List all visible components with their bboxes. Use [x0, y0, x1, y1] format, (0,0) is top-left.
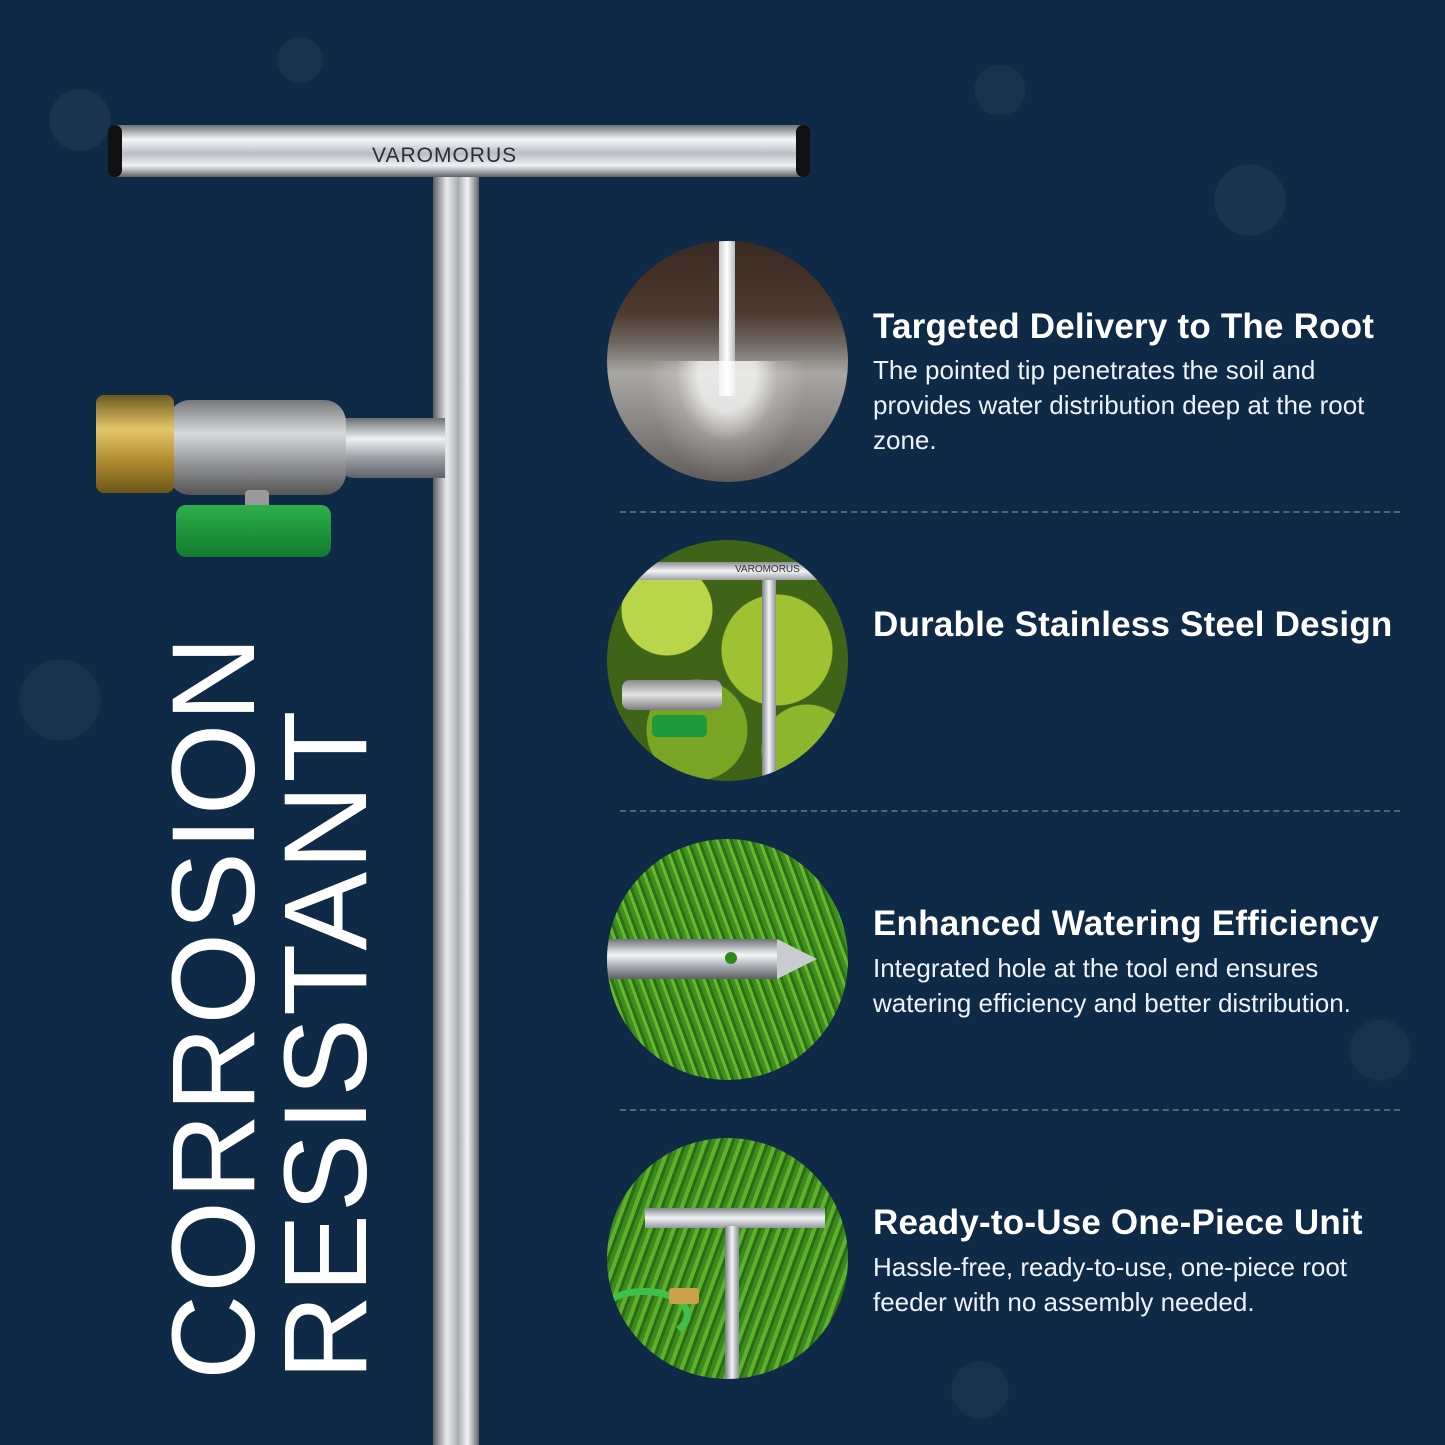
divider	[620, 1109, 1400, 1111]
feature-description: The pointed tip penetrates the soil and …	[873, 355, 1365, 455]
mini-tool-handle	[637, 562, 837, 580]
probe-in-soil	[719, 241, 735, 396]
feature-title: Targeted Delivery to The Root	[873, 307, 1375, 346]
hose-fitting	[669, 1288, 699, 1304]
tool-handle	[108, 125, 810, 177]
mini-tool-shaft	[762, 580, 776, 781]
brass-hose-connector	[96, 395, 174, 493]
headline-line2: RESISTANT	[260, 708, 392, 1380]
headline: CORROSION RESISTANT	[148, 634, 392, 1380]
probe-water-hole	[725, 952, 737, 964]
feature-durable-steel: VAROMORUS Durable Stainless Steel Design	[607, 540, 1407, 782]
probe-tip-image	[607, 839, 848, 1080]
feature-description: Integrated hole at the tool end ensures …	[873, 953, 1351, 1018]
tool-on-leaves-image: VAROMORUS	[607, 540, 848, 781]
mini-brand-logo: VAROMORUS	[735, 564, 800, 575]
feature-description: Hassle-free, ready-to-use, one-piece roo…	[873, 1252, 1348, 1317]
probe-pointed-tip	[777, 939, 817, 979]
valve-lever	[176, 505, 331, 557]
handle-cap-right	[796, 125, 810, 177]
ball-valve	[168, 400, 346, 495]
divider	[620, 810, 1400, 812]
divider	[620, 511, 1400, 513]
water-spray	[647, 361, 807, 481]
feature-title: Enhanced Watering Efficiency	[873, 904, 1380, 943]
headline-line1: CORROSION	[148, 634, 280, 1380]
mini-tool-shaft	[725, 1226, 739, 1379]
side-inlet-pipe	[335, 418, 445, 478]
feature-title: Durable Stainless Steel Design	[873, 605, 1393, 644]
mini-tool-handle	[645, 1208, 825, 1228]
handle-cap-left	[108, 125, 122, 177]
brand-logo: VAROMORUS	[372, 144, 518, 167]
mini-valve	[622, 680, 722, 710]
soil-spray-image	[607, 241, 848, 482]
garden-hose	[607, 1288, 691, 1342]
tool-with-hose-image	[607, 1138, 848, 1379]
feature-watering-efficiency: Enhanced Watering Efficiency Integrated …	[607, 839, 1407, 1081]
probe-rod	[607, 939, 777, 979]
tool-shaft	[433, 175, 479, 1445]
feature-targeted-delivery: Targeted Delivery to The Root The pointe…	[607, 241, 1407, 483]
mini-valve-lever	[652, 715, 707, 737]
feature-ready-to-use: Ready-to-Use One-Piece Unit Hassle-free,…	[607, 1138, 1407, 1380]
feature-title: Ready-to-Use One-Piece Unit	[873, 1203, 1363, 1242]
